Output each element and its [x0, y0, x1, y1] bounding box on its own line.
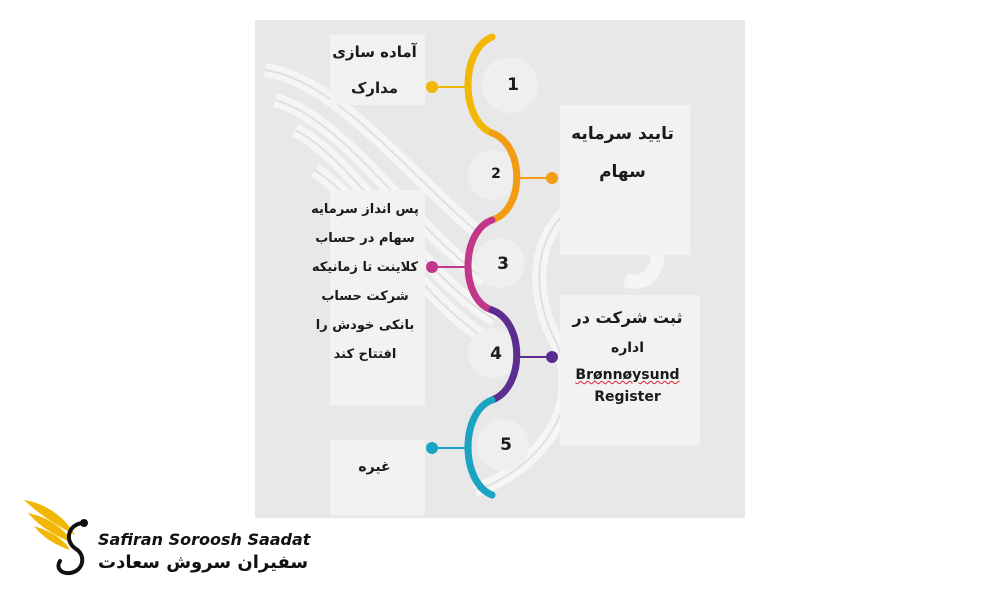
step-4-line-3: Brønnøysund: [575, 367, 680, 383]
step-3-line-5: بانکی خودش را: [315, 318, 415, 333]
step-3-label: پس انداز سرمایه سهام در حساب کلاینت تا ز…: [295, 195, 435, 369]
step-4-dot: [546, 351, 558, 363]
step-2-label: تایید سرمایه سهام: [555, 115, 690, 191]
panel-step-1: [330, 35, 425, 105]
timeline-connectors: [426, 33, 558, 499]
step-3-circle: [475, 238, 525, 288]
step-2-line-2: سهام: [599, 162, 646, 182]
step-3-line-1: پس انداز سرمایه: [311, 202, 419, 217]
step-2-circle: [468, 150, 518, 200]
step-3-number: 3: [497, 254, 509, 274]
step-3-dot: [426, 261, 438, 273]
step-4-arc: [488, 306, 521, 404]
brand-logo: Safiran Soroosh Saadat سفیران سروش سعادت: [20, 495, 310, 585]
step-4-line-4: Register: [594, 389, 661, 405]
step-5-label: غیره: [317, 455, 432, 479]
step-3-line-3: کلاینت تا زمانیکه: [311, 260, 419, 275]
panel-step-2: [560, 105, 690, 255]
panel-step-5: [330, 440, 425, 515]
step-5-dot: [426, 442, 438, 454]
step-4-number: 4: [490, 344, 502, 364]
bird-wing-logo-icon: [24, 500, 88, 576]
step-3-line-4: شرکت حساب: [321, 289, 409, 304]
step-3-arc: [464, 216, 496, 314]
step-5-arc: [464, 396, 496, 499]
step-2-dot: [546, 172, 558, 184]
step-2-number: 2: [491, 166, 501, 182]
step-1-number: 1: [507, 75, 519, 95]
panel-step-4: [560, 295, 700, 445]
step-4-line-2: اداره: [610, 340, 645, 356]
step-2-arc: [488, 129, 521, 224]
step-1-line-2: مدارک: [350, 79, 399, 97]
logo-name-english: Safiran Soroosh Saadat: [98, 530, 311, 549]
timeline-diagram: 1 2 3 4 5 آماده سازی مدارک تایید سرمایه …: [255, 20, 745, 518]
step-4-circle: [468, 328, 518, 378]
step-5-line-1: غیره: [358, 459, 391, 475]
step-1-arc: [464, 33, 496, 137]
step-1-circle: [482, 57, 538, 113]
step-3-line-6: افتتاح کند: [333, 347, 397, 362]
step-4-label: ثبت شرکت در اداره Brønnøysund Register: [555, 302, 700, 408]
step-4-line-1: ثبت شرکت در: [572, 308, 683, 327]
step-5-circle: [477, 419, 529, 471]
step-2-line-1: تایید سرمایه: [571, 124, 674, 144]
logo-name-persian: سفیران سروش سعادت: [98, 552, 309, 573]
step-1-dot: [426, 81, 438, 93]
step-3-line-2: سهام در حساب: [315, 231, 415, 246]
step-1-line-1: آماده سازی: [332, 43, 417, 61]
panel-step-3: [330, 190, 425, 405]
step-5-number: 5: [500, 435, 512, 455]
step-1-label: آماده سازی مدارک: [317, 34, 432, 106]
